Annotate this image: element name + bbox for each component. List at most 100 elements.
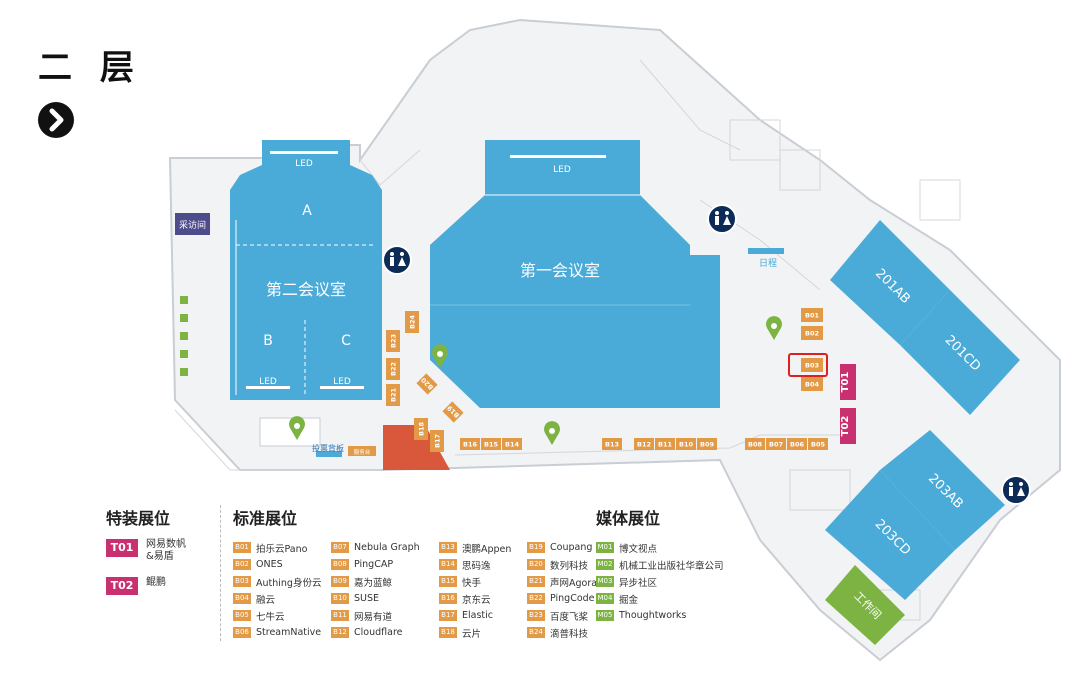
booth-marker	[386, 358, 400, 380]
booth-label: B04	[805, 381, 819, 389]
booth-marker	[430, 430, 444, 452]
booth-b14[interactable]: B14	[502, 438, 522, 450]
hall-two-section-c: C	[341, 333, 351, 349]
booth-b04[interactable]: B04	[801, 377, 823, 391]
legend-code: B13	[439, 542, 457, 553]
legend-name: 网易数帆&易盾	[146, 539, 186, 562]
hall-one-name: 第一会议室	[520, 261, 600, 280]
legend-special-item: T01 网易数帆&易盾	[106, 539, 196, 563]
legend-name: 掘金	[619, 594, 639, 606]
hall-two-led-top: LED	[295, 159, 313, 169]
booth-b07[interactable]: B07	[766, 438, 786, 450]
booth-marker	[386, 330, 400, 352]
booth-t01[interactable]: T01	[840, 364, 856, 400]
booth-b10[interactable]: B10	[676, 438, 696, 450]
restroom-icon	[1001, 475, 1031, 505]
booth-b15[interactable]: B15	[481, 438, 501, 450]
booth-b23[interactable]: B23	[386, 330, 400, 352]
legend-code: B01	[233, 542, 251, 553]
hall-one[interactable]: LED 第一会议室	[430, 140, 720, 408]
work-room[interactable]: 工作间	[825, 565, 905, 645]
booth-b20[interactable]: B20	[416, 373, 438, 395]
booth-b05[interactable]: B05	[808, 438, 828, 450]
booth-b18[interactable]: B18	[414, 418, 428, 440]
booth-b08[interactable]: B08	[745, 438, 765, 450]
legend-name: 澳鹏Appen	[462, 543, 512, 555]
booth-b09[interactable]: B09	[697, 438, 717, 450]
booth-label: B21	[390, 388, 398, 402]
booth-label: B03	[805, 362, 819, 370]
legend-code: B20	[527, 559, 545, 570]
restroom-icon	[707, 204, 737, 234]
location-pin-icon	[289, 416, 305, 440]
room-201ab[interactable]: 201AB	[830, 220, 950, 345]
booth-b22[interactable]: B22	[386, 358, 400, 380]
booth-label: B11	[658, 441, 672, 449]
legend-name: Cloudflare	[354, 627, 403, 638]
floor-title: 二 层	[38, 48, 142, 88]
booth-label: B17	[434, 434, 442, 448]
booth-marker	[386, 384, 400, 406]
service-desk-label: 服务台	[354, 448, 371, 456]
booth-marker	[414, 418, 428, 440]
booth-b02[interactable]: B02	[801, 326, 823, 340]
legend-name: 网易有道	[354, 611, 393, 623]
hall-two[interactable]: LED LED LED A 第二会议室 B C	[230, 140, 382, 400]
booth-b12[interactable]: B12	[634, 438, 654, 450]
booth-b24[interactable]: B24	[405, 311, 419, 333]
legend-name: 鲲鹏	[146, 577, 166, 588]
booth-b16[interactable]: B16	[460, 438, 480, 450]
legend-code: B21	[527, 576, 545, 587]
booth-b13[interactable]: B13	[602, 438, 622, 450]
legend-name: 融云	[256, 594, 276, 606]
legend-name: StreamNative	[256, 627, 322, 638]
legend-name: 思码逸	[462, 560, 491, 572]
legend-name: Elastic	[462, 610, 494, 621]
legend-code: B22	[527, 593, 545, 604]
booth-b21[interactable]: B21	[386, 384, 400, 406]
booth-t02[interactable]: T02	[840, 408, 856, 444]
room-201cd[interactable]: 201CD	[900, 290, 1020, 415]
booth-b06[interactable]: B06	[787, 438, 807, 450]
chevron-right-icon	[49, 108, 64, 132]
booth-b01[interactable]: B01	[801, 308, 823, 322]
booth-b19[interactable]: B19	[442, 401, 464, 423]
legend-name: Nebula Graph	[354, 542, 420, 553]
booth-label: B18	[418, 422, 426, 436]
booth-b11[interactable]: B11	[655, 438, 675, 450]
interview-room[interactable]: 采访间	[175, 213, 210, 235]
next-floor-button[interactable]	[38, 102, 74, 138]
legend-code: M02	[596, 559, 614, 570]
room-203cd[interactable]: 203CD	[825, 470, 955, 600]
legend-code: M01	[596, 542, 614, 553]
legend-code: B15	[439, 576, 457, 587]
legend-code: B04	[233, 593, 251, 604]
standard-item-b20: B20 数列科技	[527, 556, 607, 573]
booth-label: B10	[679, 441, 693, 449]
room-203ab[interactable]: 203AB	[880, 430, 1005, 550]
booth-marker	[655, 438, 675, 450]
legend-name: PingCAP	[354, 559, 394, 570]
legend-name: 数列科技	[550, 560, 589, 572]
booth-b17[interactable]: B17	[430, 430, 444, 452]
booth-label: B01	[805, 312, 819, 320]
booth-marker	[481, 438, 501, 450]
hall-one-led: LED	[553, 165, 571, 175]
legend-name: ONES	[256, 559, 283, 570]
booth-b03[interactable]: B03	[801, 358, 823, 372]
booth-marker	[405, 311, 419, 333]
booth-label: B12	[637, 441, 651, 449]
